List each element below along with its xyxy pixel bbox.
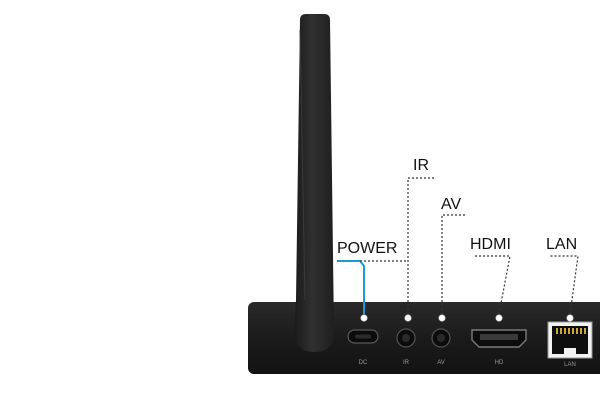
lan-leader-line: [550, 255, 579, 315]
av-callout-label: AV: [441, 196, 461, 213]
lan-callout-label: LAN: [546, 236, 577, 253]
port-label-lan: LAN: [564, 362, 576, 368]
lan-callout-dot: [566, 314, 574, 322]
port-label-hd: HD: [495, 360, 504, 366]
dc-port: DC: [347, 329, 379, 366]
av-callout-dot: [438, 314, 446, 322]
port-label-av: AV: [437, 360, 445, 366]
hdmi-port: HD: [471, 329, 527, 366]
power-leader-line: [337, 260, 365, 314]
ir-port: IR: [396, 328, 416, 366]
ir-callout-label: IR: [413, 157, 429, 174]
av-leader-line: [441, 214, 466, 314]
ir-callout-dot: [404, 314, 412, 322]
power-callout-label: POWER: [337, 240, 397, 257]
power-callout-dot: [360, 314, 368, 322]
ir-leader-line: [407, 177, 434, 314]
av-port: AV: [431, 328, 451, 366]
antenna: [294, 14, 334, 352]
port-label-dc: DC: [359, 360, 368, 366]
port-label-ir: IR: [403, 360, 410, 366]
lan-port: LAN: [547, 321, 593, 368]
hdmi-callout-label: HDMI: [470, 236, 511, 253]
device-body: [248, 302, 600, 374]
hdmi-callout-dot: [495, 314, 503, 322]
